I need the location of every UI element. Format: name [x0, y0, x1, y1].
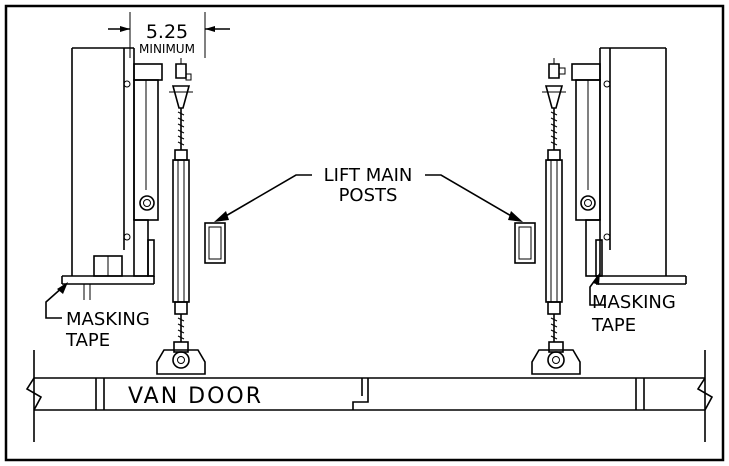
dimension-qualifier: MINIMUM [139, 42, 195, 56]
dimension-value: 5.25 [146, 21, 188, 43]
van-door-label: VAN DOOR [128, 384, 263, 409]
dimension-5-25: 5.25 MINIMUM [108, 12, 230, 58]
masking-tape-left-line1: MASKING [66, 309, 150, 330]
masking-tape-right-line1: MASKING [592, 292, 676, 313]
lift-main-posts-label-line2: POSTS [339, 185, 398, 206]
drawing-border [4, 4, 725, 462]
lift-main-posts: LIFT MAIN POSTS [204, 165, 536, 264]
masking-tape-right: MASKING TAPE [589, 272, 676, 336]
left-lift-assembly [61, 47, 206, 375]
left-post-outline [204, 222, 226, 264]
masking-tape-left-line2: TAPE [65, 330, 110, 351]
masking-tape-right-line2: TAPE [591, 315, 636, 336]
right-post-outline [514, 222, 536, 264]
right-lift-assembly [531, 47, 687, 375]
masking-tape-left: MASKING TAPE [45, 282, 150, 351]
van-door-floor: VAN DOOR [25, 350, 714, 442]
lift-main-posts-label-line1: LIFT MAIN [324, 165, 413, 186]
